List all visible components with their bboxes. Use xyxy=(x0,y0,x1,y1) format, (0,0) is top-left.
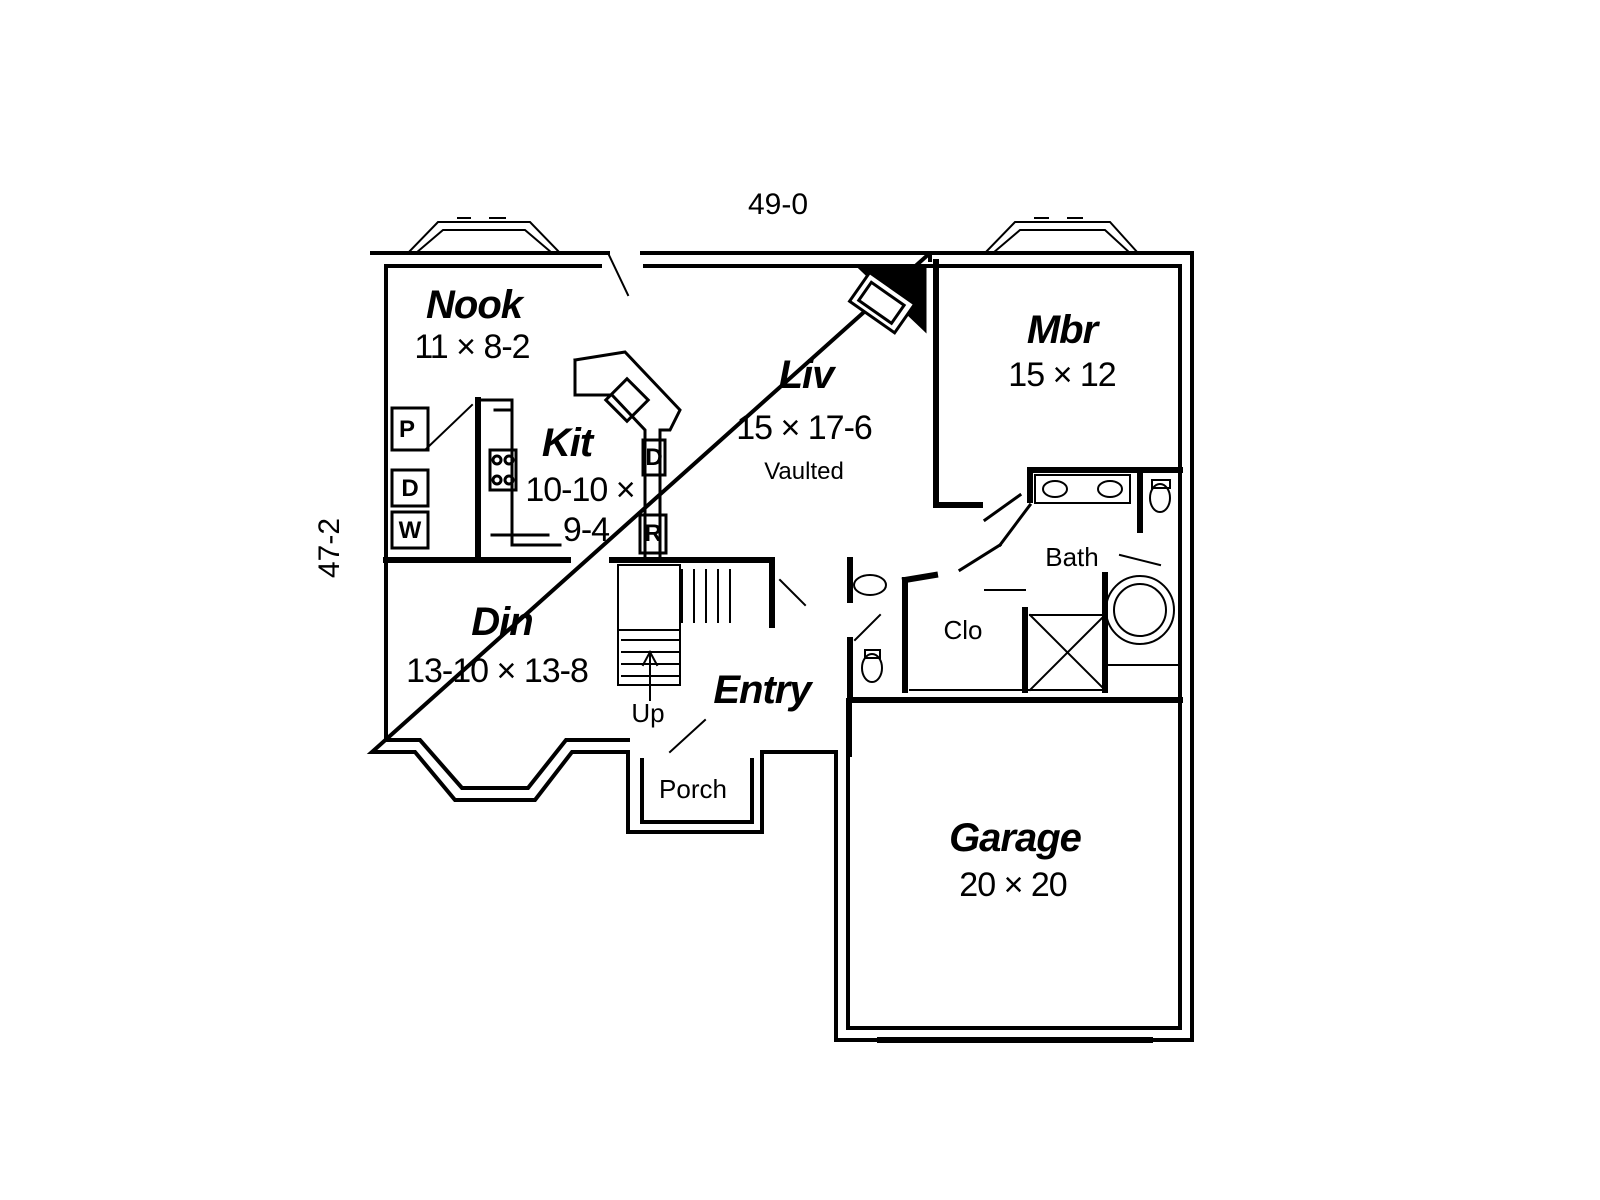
room-name-din: Din xyxy=(471,600,533,644)
kitchen-counters xyxy=(476,350,682,562)
room-note-liv: Vaulted xyxy=(764,458,844,485)
tub xyxy=(1105,575,1175,645)
appliance-dishwasher: D xyxy=(645,444,663,471)
room-name-entry: Entry xyxy=(713,668,811,712)
room-size-nook: 11 × 8-2 xyxy=(414,328,530,366)
door-swings xyxy=(606,251,1162,754)
appliance-dryer: D xyxy=(401,475,419,502)
bay-window-nook xyxy=(406,217,562,255)
room-name-liv: Liv xyxy=(778,353,835,397)
room-size-liv: 15 × 17-6 xyxy=(736,409,873,447)
fireplace xyxy=(847,266,927,335)
interior-walls xyxy=(383,259,1183,703)
room-name-mbr: Mbr xyxy=(1026,308,1098,352)
bay-window-mbr xyxy=(983,217,1140,255)
room-name-porch: Porch xyxy=(659,774,727,804)
room-name-nook: Nook xyxy=(426,283,523,327)
interior-thin-walls xyxy=(909,589,1181,692)
appliance-washer: W xyxy=(398,517,422,544)
appliance-pantry: P xyxy=(398,416,416,443)
room-size-kit-line2: 9-4 xyxy=(562,511,610,549)
room-size-garage: 20 × 20 xyxy=(959,866,1067,904)
laundry-boxes xyxy=(390,403,668,555)
room-name-clo: Clo xyxy=(943,615,983,645)
room-name-kit: Kit xyxy=(541,421,593,465)
bath-fixtures xyxy=(853,474,1175,683)
room-size-din: 13-10 × 13-8 xyxy=(406,652,589,690)
cooktop xyxy=(488,448,518,492)
stairs xyxy=(617,564,731,701)
room-name-garage: Garage xyxy=(949,816,1082,860)
room-size-mbr: 15 × 12 xyxy=(1008,356,1116,394)
sink xyxy=(603,376,651,424)
plan-width-dimension: 49-0 xyxy=(747,188,809,221)
plan-depth-dimension: 47-2 xyxy=(313,517,346,579)
stairs-up-label: Up xyxy=(631,698,665,728)
room-size-kit-line1: 10-10 × xyxy=(525,471,635,509)
master-doors xyxy=(957,492,1033,573)
room-name-bath: Bath xyxy=(1045,542,1099,572)
appliance-refrigerator: R xyxy=(644,520,662,547)
